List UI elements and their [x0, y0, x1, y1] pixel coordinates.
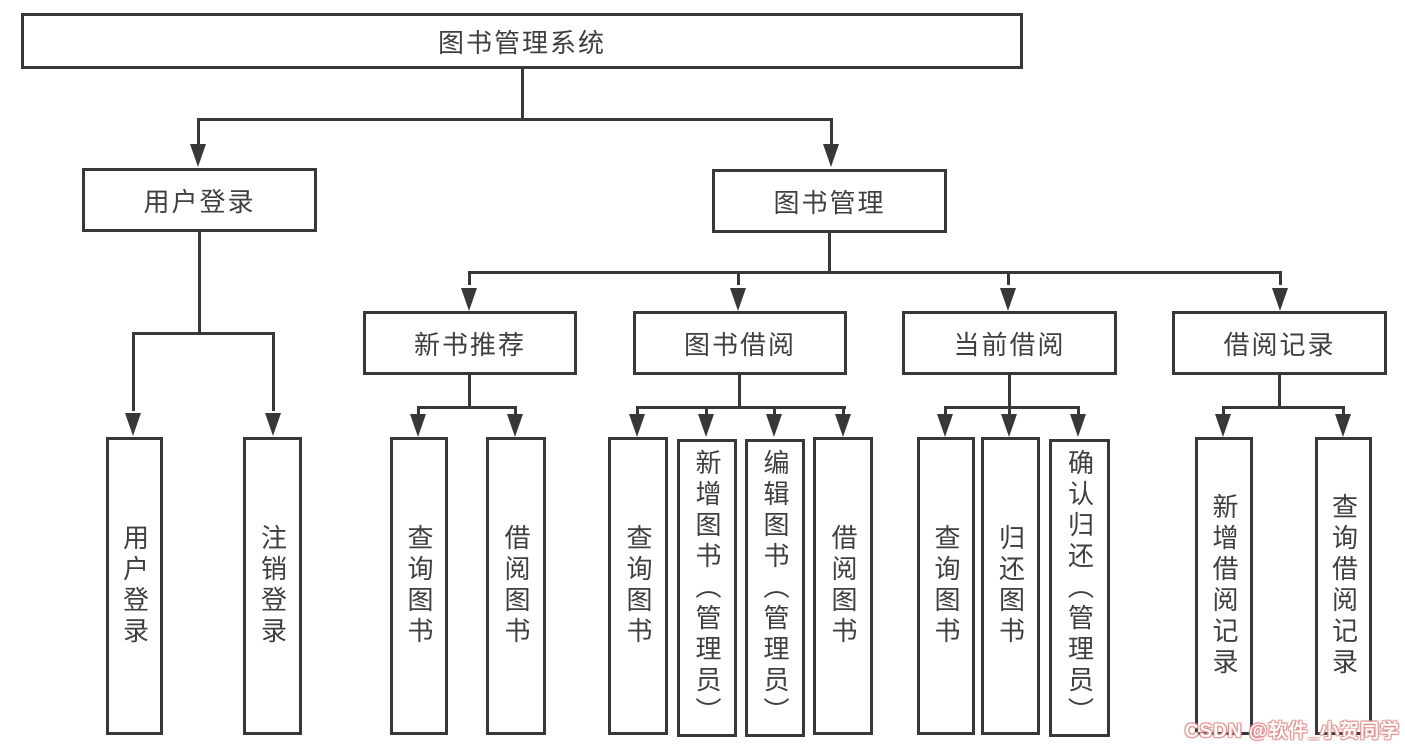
leaf-borrow-books: 借阅图书 — [813, 437, 873, 735]
connector-drop-leaf — [944, 406, 947, 416]
node-label: 当前借阅 — [953, 329, 1066, 360]
connector-drop-new-book — [468, 271, 471, 285]
leaf-query-books-current: 查询图书 — [917, 437, 975, 735]
arrowhead-to-leaf — [1001, 414, 1017, 437]
arrowhead-to-leaf — [766, 414, 782, 437]
leaf-confirm-return-admin: 确认归还（管理员） — [1049, 439, 1110, 737]
leaf-add-books-admin: 新增图书（管理员） — [677, 439, 737, 737]
leaf-label: 查询借阅记录 — [1328, 493, 1359, 679]
node-book-management: 图书管理 — [712, 169, 947, 233]
arrowhead-to-leaf — [937, 414, 953, 437]
connector-drop-login-leaf — [132, 332, 135, 411]
connector-drop-leaf — [1342, 406, 1345, 416]
leaf-query-borrow-record: 查询借阅记录 — [1315, 437, 1372, 735]
node-user-login: 用户登录 — [82, 168, 317, 232]
arrowhead-to-book-management — [823, 144, 839, 167]
node-new-book-recommend: 新书推荐 — [363, 311, 577, 375]
connector-current-borrow-trunk — [1008, 375, 1011, 409]
leaf-query-books-recommend: 查询图书 — [390, 437, 448, 735]
leaf-return-books: 归还图书 — [981, 437, 1040, 735]
connector-drop-book-management — [830, 118, 833, 144]
arrowhead-to-borrow-record — [1272, 288, 1288, 311]
csdn-watermark: CSDN @软件_小贺同学 — [1184, 721, 1400, 742]
connector-book-borrow-trunk — [738, 375, 741, 409]
connector-drop-current-borrow — [1007, 271, 1010, 285]
connector-book-borrow-bar — [636, 406, 846, 409]
arrowhead-to-leaf — [1215, 414, 1231, 437]
arrowhead-to-leaf — [698, 414, 714, 437]
connector-drop-borrow-record — [1279, 271, 1282, 285]
leaf-borrow-books-recommend: 借阅图书 — [486, 437, 546, 735]
node-current-borrowing: 当前借阅 — [902, 311, 1117, 375]
leaf-label: 查询图书 — [931, 524, 961, 648]
connector-drop-user-login — [197, 118, 200, 144]
arrowhead-to-leaf — [1335, 414, 1351, 437]
connector-current-borrow-bar — [944, 406, 1080, 409]
leaf-label: 新增借阅记录 — [1209, 493, 1239, 679]
arrowhead-to-logout-leaf — [265, 413, 281, 436]
node-label: 新书推荐 — [413, 329, 526, 360]
connector-borrow-record-trunk — [1278, 375, 1281, 409]
leaf-logout: 注销登录 — [243, 437, 302, 735]
arrowhead-to-current-borrow — [1000, 288, 1016, 311]
connector-drop-leaf — [1222, 406, 1225, 416]
node-label: 图书借阅 — [683, 329, 796, 360]
connector-drop-leaf — [705, 406, 708, 416]
connector-user-login-bar — [132, 332, 275, 335]
connector-drop-leaf — [514, 406, 517, 416]
leaf-label: 确认归还（管理员） — [1064, 448, 1095, 728]
connector-drop-logout-leaf — [272, 332, 275, 411]
connector-drop-book-borrow — [737, 271, 740, 285]
arrowhead-to-new-book — [461, 288, 477, 311]
connector-drop-leaf — [1077, 406, 1080, 416]
connector-drop-leaf — [417, 406, 420, 416]
leaf-label: 用户登录 — [119, 524, 150, 648]
leaf-label: 借阅图书 — [501, 524, 531, 648]
connector-book-management-trunk — [828, 233, 831, 274]
arrowhead-to-leaf — [507, 414, 523, 437]
connector-drop-leaf — [636, 406, 639, 416]
connector-new-book-trunk — [468, 375, 471, 409]
leaf-label: 新增图书（管理员） — [692, 448, 722, 728]
leaf-label: 注销登录 — [257, 524, 288, 648]
connector-drop-leaf — [842, 406, 845, 416]
leaf-label: 编辑图书（管理员） — [760, 448, 790, 728]
connector-root-trunk — [521, 68, 524, 120]
arrowhead-to-leaf — [410, 414, 426, 437]
leaf-label: 查询图书 — [404, 524, 434, 648]
node-library-management-system: 图书管理系统 — [21, 13, 1023, 69]
arrowhead-to-login-leaf — [125, 413, 141, 436]
connector-new-book-bar — [417, 406, 517, 409]
connector-drop-leaf — [1008, 406, 1011, 416]
connector-book-management-bar — [468, 271, 1282, 274]
leaf-query-books-borrowing: 查询图书 — [608, 437, 668, 735]
node-label: 图书管理系统 — [437, 27, 606, 58]
leaf-edit-books-admin: 编辑图书（管理员） — [745, 439, 805, 737]
arrowhead-to-leaf — [629, 414, 645, 437]
arrowhead-to-leaf — [835, 414, 851, 437]
leaf-add-borrow-record: 新增借阅记录 — [1195, 437, 1253, 735]
connector-borrow-record-bar — [1222, 406, 1345, 409]
arrowhead-to-book-borrow — [730, 288, 746, 311]
arrowhead-to-leaf — [1070, 414, 1086, 437]
leaf-label: 归还图书 — [995, 524, 1026, 648]
arrowhead-to-user-login — [190, 144, 206, 167]
connector-user-login-trunk — [198, 232, 201, 335]
node-borrowing-records: 借阅记录 — [1172, 311, 1387, 375]
leaf-user-login: 用户登录 — [106, 437, 163, 735]
connector-drop-leaf — [773, 406, 776, 416]
node-label: 借阅记录 — [1223, 329, 1336, 360]
leaf-label: 借阅图书 — [828, 524, 858, 648]
leaf-label: 查询图书 — [623, 524, 653, 648]
node-label: 用户登录 — [143, 186, 256, 217]
node-book-borrowing: 图书借阅 — [633, 311, 847, 375]
connector-root-bar — [197, 118, 833, 121]
node-label: 图书管理 — [773, 187, 886, 218]
